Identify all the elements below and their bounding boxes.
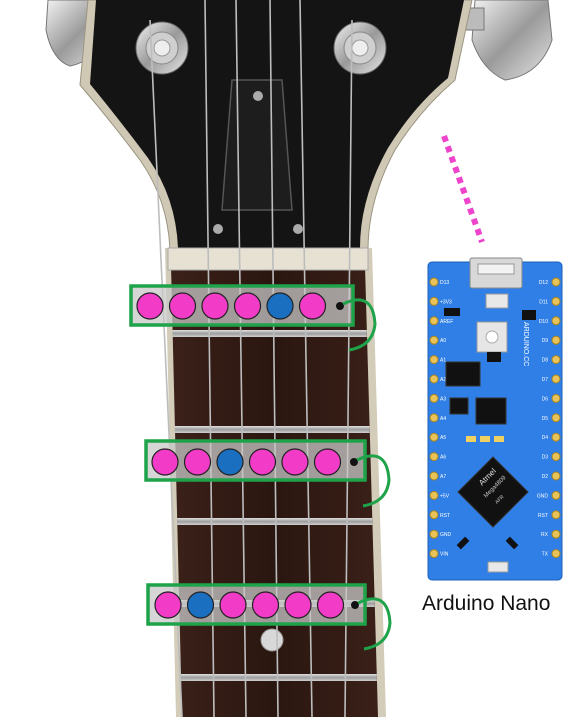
header-pin [430, 491, 438, 499]
fret-inlay-dot [261, 629, 283, 651]
led-pink [155, 592, 181, 618]
pin-label: RST [538, 513, 548, 519]
board-caption: Arduino Nano [422, 592, 550, 616]
led-pink [285, 592, 311, 618]
tuner-post-icon [334, 22, 386, 74]
header-pin [430, 530, 438, 538]
led-blue [267, 293, 293, 319]
pin-label: D12 [539, 280, 548, 286]
pin-label: GND [440, 532, 452, 538]
pin-label: AREF [440, 319, 453, 325]
header-pin [430, 472, 438, 480]
pin-label: A1 [440, 358, 446, 364]
pin-label: A5 [440, 435, 446, 441]
pin-label: +3V3 [440, 299, 452, 305]
header-pin [552, 394, 560, 402]
pin-label: D7 [542, 377, 549, 383]
pin-label: +5V [440, 493, 450, 499]
board-silk-label: ARDUINO.CC [522, 322, 529, 366]
header-pin [552, 530, 560, 538]
pin-label: D10 [539, 319, 548, 325]
pin-label: D2 [542, 474, 549, 480]
header-pin [430, 433, 438, 441]
led-blue [217, 449, 243, 475]
led-pink [152, 449, 178, 475]
led-pink [185, 449, 211, 475]
fret [173, 330, 367, 337]
led-blue [188, 592, 214, 618]
pin-label: VIN [440, 552, 449, 558]
pin-label: D6 [542, 396, 549, 402]
header-pin [430, 375, 438, 383]
header-pin [430, 297, 438, 305]
fret [175, 426, 370, 433]
header-pin [552, 511, 560, 519]
led-pink [202, 293, 228, 319]
header-pin [430, 414, 438, 422]
pin-label: D11 [539, 299, 548, 305]
pin-label: A6 [440, 455, 446, 461]
header-pin [430, 278, 438, 286]
pin-label: TX [542, 552, 549, 558]
led-pink [300, 293, 326, 319]
usb-connector-icon [470, 258, 522, 288]
header-pin [552, 336, 560, 344]
pin-label: A2 [440, 377, 446, 383]
header-pin [552, 491, 560, 499]
arduino-nano-board: D13+3V3AREFA0A1A2A3A4A5A6A7+5VRSTGNDVIN … [428, 258, 562, 580]
pin-label: A0 [440, 338, 446, 344]
header-pin [430, 317, 438, 325]
tuner-post-icon [136, 22, 188, 74]
header-pin [430, 511, 438, 519]
header-pin [552, 453, 560, 461]
guitar-headstock [46, 0, 552, 250]
led-pink [235, 293, 261, 319]
led-pink [253, 592, 279, 618]
header-pin [430, 394, 438, 402]
led-pink [137, 293, 163, 319]
data-link-line [444, 136, 482, 242]
header-pin [552, 433, 560, 441]
header-pin [552, 297, 560, 305]
header-pin [552, 356, 560, 364]
header-pin [430, 356, 438, 364]
header-pin [430, 550, 438, 558]
led-pink [220, 592, 246, 618]
header-pin [552, 278, 560, 286]
pin-label: D5 [542, 416, 549, 422]
pin-label: A4 [440, 416, 446, 422]
pin-label: D13 [440, 280, 449, 286]
header-pin [552, 414, 560, 422]
led-pink [170, 293, 196, 319]
pin-label: GND [537, 493, 549, 499]
pin-label: D8 [542, 358, 549, 364]
header-pin [552, 550, 560, 558]
fret [181, 674, 377, 681]
pin-label: A7 [440, 474, 446, 480]
header-pin [552, 317, 560, 325]
led-pink [315, 449, 341, 475]
header-pin [552, 472, 560, 480]
pin-label: A3 [440, 396, 446, 402]
pin-label: D9 [542, 338, 549, 344]
header-pin [430, 336, 438, 344]
nut [168, 248, 368, 270]
led-pink [282, 449, 308, 475]
pin-label: RX [541, 532, 549, 538]
led-pink [318, 592, 344, 618]
header-pin [430, 453, 438, 461]
pin-label: D4 [542, 435, 549, 441]
pin-label: D3 [542, 455, 549, 461]
fret [177, 518, 372, 525]
led-pink [250, 449, 276, 475]
header-pin [552, 375, 560, 383]
pin-label: RST [440, 513, 450, 519]
